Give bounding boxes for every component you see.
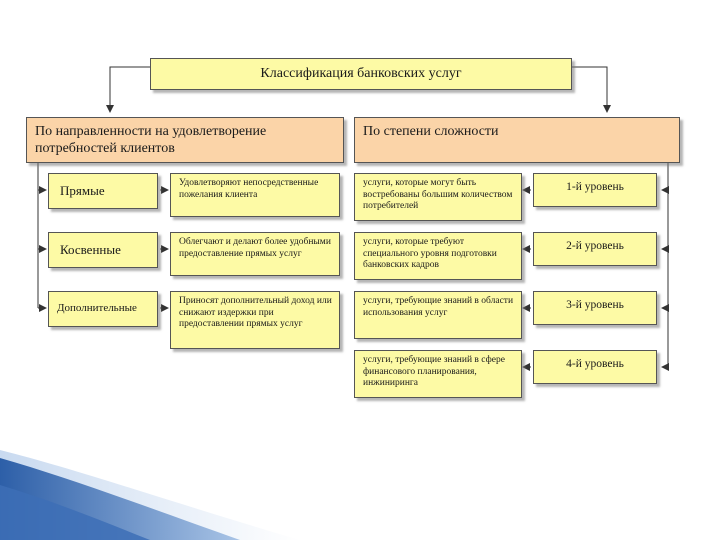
category-direct-label: Прямые (60, 183, 105, 198)
complexity-3-description-text: услуги, требующие знаний в области испол… (363, 296, 513, 318)
category-additional-description: Приносят дополнительный доход или снижаю… (170, 291, 340, 349)
level-1-box: 1-й уровень (533, 173, 657, 207)
category-indirect-label: Косвенные (60, 242, 121, 257)
complexity-1-description-text: услуги, которые могут быть востребованы … (363, 178, 512, 211)
category-additional: Дополнительные (48, 291, 158, 327)
category-direct-description-text: Удовлетворяют непосредственные пожелания… (179, 178, 318, 200)
category-direct: Прямые (48, 173, 158, 209)
complexity-3-description: услуги, требующие знаний в области испол… (354, 291, 522, 339)
header-by-complexity: По степени сложности (354, 117, 680, 163)
level-2-label: 2-й уровень (566, 240, 624, 252)
level-2-box: 2-й уровень (533, 232, 657, 266)
complexity-1-description: услуги, которые могут быть востребованы … (354, 173, 522, 221)
level-1-label: 1-й уровень (566, 181, 624, 193)
header-by-purpose-text: По направленности на удовлетворение потр… (35, 124, 266, 156)
header-by-purpose: По направленности на удовлетворение потр… (26, 117, 344, 163)
category-indirect-description-text: Облегчают и делают более удобными предос… (179, 237, 331, 259)
complexity-4-description-text: услуги, требующие знаний в сфере финансо… (363, 355, 505, 388)
category-additional-label: Дополнительные (57, 302, 137, 314)
level-3-box: 3-й уровень (533, 291, 657, 325)
title-box: Классификация банковских услуг (150, 58, 572, 90)
category-indirect-description: Облегчают и делают более удобными предос… (170, 232, 340, 276)
level-4-label: 4-й уровень (566, 358, 624, 370)
category-indirect: Косвенные (48, 232, 158, 268)
header-by-complexity-text: По степени сложности (363, 124, 499, 139)
decorative-corner-swoosh (0, 430, 300, 540)
category-direct-description: Удовлетворяют непосредственные пожелания… (170, 173, 340, 217)
category-additional-description-text: Приносят дополнительный доход или снижаю… (179, 296, 332, 329)
level-3-label: 3-й уровень (566, 299, 624, 311)
complexity-2-description: услуги, которые требуют специального уро… (354, 232, 522, 280)
complexity-2-description-text: услуги, которые требуют специального уро… (363, 237, 497, 270)
level-4-box: 4-й уровень (533, 350, 657, 384)
complexity-4-description: услуги, требующие знаний в сфере финансо… (354, 350, 522, 398)
title-text: Классификация банковских услуг (260, 66, 461, 81)
